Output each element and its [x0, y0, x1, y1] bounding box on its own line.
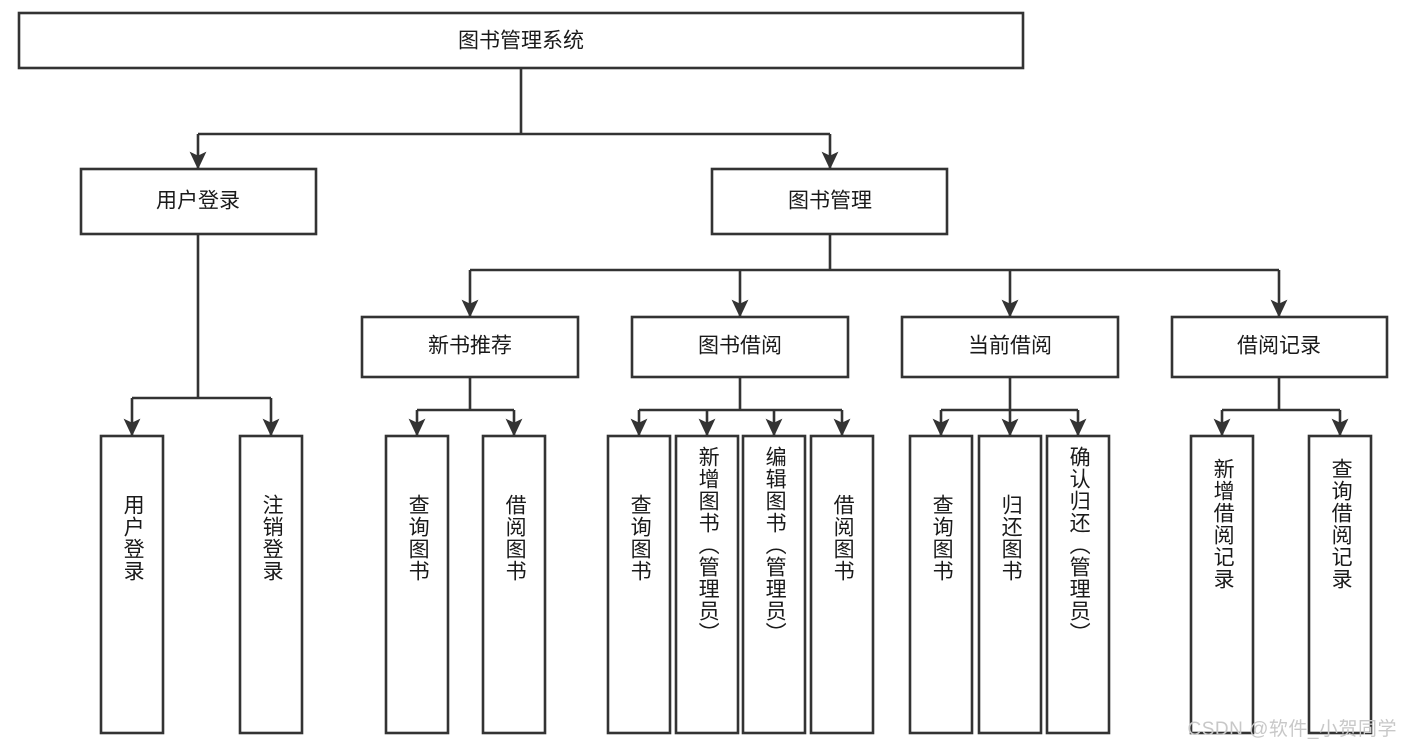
node-book-borrow-label: 图书借阅	[698, 335, 782, 358]
edge-userlogin-bus	[132, 234, 271, 400]
edge-bookmanage-bus	[470, 234, 1279, 272]
edge-borrowrecord-bus	[1222, 378, 1340, 412]
leaf-borrow-record-0-box[interactable]	[1189, 434, 1255, 735]
edge-currentborrow-bus	[941, 378, 1078, 412]
edge-group	[123, 68, 1349, 437]
leaf-user-login-1-box[interactable]	[238, 434, 304, 735]
leaf-book-borrow-3-box[interactable]	[809, 434, 875, 735]
node-current-borrow-label: 当前借阅	[968, 335, 1052, 358]
leaf-current-borrow-2-box[interactable]	[1045, 434, 1111, 735]
node-current-borrow-box[interactable]	[900, 315, 1120, 379]
edge-root-bus	[198, 68, 830, 136]
node-root-box[interactable]	[17, 11, 1025, 70]
node-root-label: 图书管理系统	[458, 30, 584, 53]
leaf-new-book-0-box[interactable]	[384, 434, 450, 735]
leaf-book-borrow-1-box[interactable]	[674, 434, 740, 735]
node-borrow-record-box[interactable]	[1170, 315, 1389, 379]
node-user-login-box[interactable]	[79, 167, 318, 236]
edge-newbook-bus	[417, 378, 514, 412]
leaf-new-book-1-box[interactable]	[481, 434, 547, 735]
leaf-borrow-record-1-box[interactable]	[1307, 434, 1373, 735]
edge-bookborrow-bus	[639, 378, 842, 412]
node-group: 图书管理系统 用户登录 图书管理 新书推荐 图书借阅 当前借阅 借阅记录	[17, 11, 1389, 735]
node-book-borrow-box[interactable]	[630, 315, 850, 379]
node-new-book-label: 新书推荐	[428, 335, 512, 358]
leaf-current-borrow-1-box[interactable]	[977, 434, 1043, 735]
leaf-book-borrow-2-box[interactable]	[741, 434, 807, 735]
leaf-current-borrow-0-box[interactable]	[908, 434, 974, 735]
node-book-manage-box[interactable]	[710, 167, 949, 236]
leaf-book-borrow-0-box[interactable]	[606, 434, 672, 735]
node-new-book-box[interactable]	[360, 315, 580, 379]
node-borrow-record-label: 借阅记录	[1237, 335, 1321, 358]
leaf-user-login-0-box[interactable]	[99, 434, 165, 735]
node-user-login-label: 用户登录	[156, 190, 240, 213]
node-book-manage-label: 图书管理	[788, 190, 872, 213]
csdn-watermark: CSDN @软件_小贺同学	[1187, 719, 1397, 740]
